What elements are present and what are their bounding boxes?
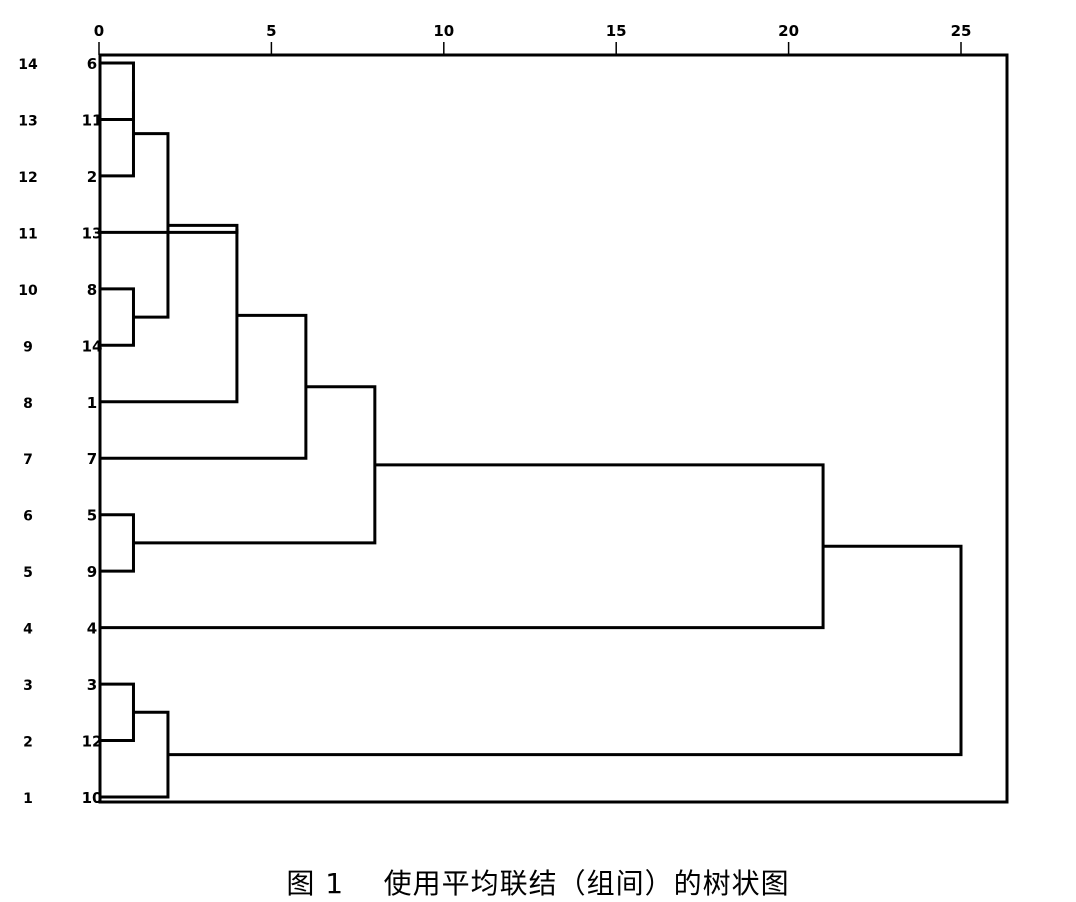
- row-numbers: 14 13 12 11 10 9 8 7 6 5 4 3 2 1: [18, 57, 38, 807]
- row-number: 3: [23, 678, 33, 694]
- dendrogram-link: [99, 228, 239, 404]
- row-number: 10: [18, 283, 38, 299]
- leaf-label: 8: [87, 281, 97, 299]
- dendrogram-link: [133, 385, 377, 545]
- dendrogram-link: [99, 313, 308, 460]
- leaf-label: 11: [82, 111, 103, 129]
- x-tick-label: 5: [266, 22, 276, 40]
- plot-frame: [98, 53, 1009, 804]
- x-axis-ticks: 0 5 10 15 20 25: [94, 22, 972, 55]
- row-number: 6: [23, 509, 33, 525]
- row-number: 13: [18, 113, 37, 129]
- row-number: 12: [18, 170, 37, 186]
- dendrogram-link: [99, 682, 135, 743]
- x-tick-label: 25: [951, 22, 972, 40]
- x-tick-label: 20: [778, 22, 799, 40]
- row-number: 7: [23, 452, 33, 468]
- leaf-labels: 6 11 2 13 8 14 1 7 5 9 4 3 12 10: [82, 55, 103, 807]
- dendrogram-link: [99, 513, 135, 573]
- leaf-label: 1: [87, 394, 97, 412]
- row-number: 1: [23, 791, 33, 807]
- dendrogram-link: [99, 463, 825, 630]
- row-number: 4: [23, 622, 33, 638]
- leaf-label: 5: [87, 507, 97, 525]
- dendrogram-links: [99, 61, 963, 799]
- row-number: 14: [18, 57, 38, 73]
- leaf-label: 3: [87, 676, 97, 694]
- leaf-label: 10: [82, 789, 103, 807]
- dendrogram-link: [99, 287, 135, 347]
- leaf-label: 9: [87, 563, 97, 581]
- leaf-label: 6: [87, 55, 97, 73]
- leaf-label: 13: [82, 224, 103, 242]
- x-tick-label: 0: [94, 22, 104, 40]
- leaf-label: 14: [82, 337, 103, 355]
- row-number: 11: [18, 226, 37, 242]
- leaf-label: 4: [87, 620, 97, 638]
- row-number: 5: [23, 565, 33, 581]
- dendrogram-link: [99, 91, 135, 178]
- figure-caption: 图 1 使用平均联结（组间）的树状图: [286, 867, 790, 900]
- dendrogram-link: [99, 61, 135, 121]
- x-tick-label: 15: [606, 22, 627, 40]
- dendrogram-link: [133, 132, 170, 319]
- leaf-label: 12: [82, 733, 103, 751]
- x-tick-label: 10: [433, 22, 454, 40]
- leaf-label: 7: [87, 450, 97, 468]
- row-number: 8: [23, 396, 33, 412]
- leaf-label: 2: [87, 168, 97, 186]
- dendrogram-link: [167, 544, 963, 757]
- row-number: 2: [23, 735, 33, 751]
- row-number: 9: [23, 339, 33, 355]
